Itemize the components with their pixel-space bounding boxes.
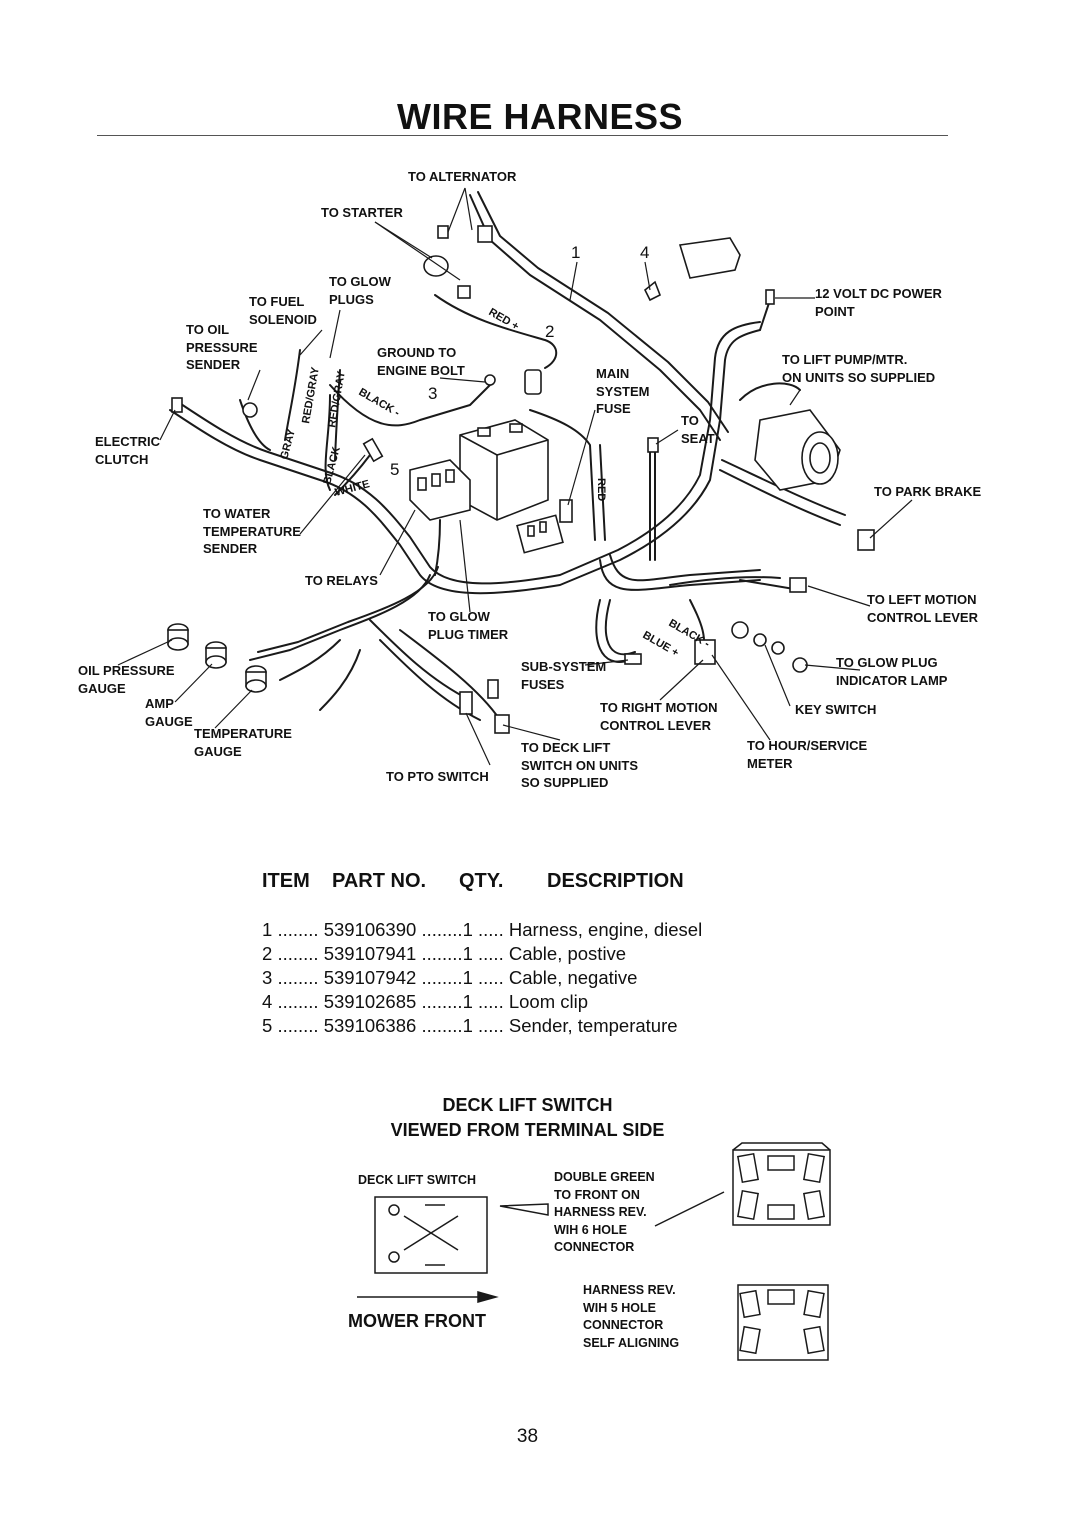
header-part-no: PART NO. — [332, 870, 427, 892]
park-brake-switch-icon — [857, 529, 875, 551]
alternator-connector-icon — [477, 225, 493, 243]
key-switch-icon — [731, 621, 808, 673]
parts-list: 1 ........ 539106390 ........1 ..... Har… — [262, 918, 702, 1038]
connector-pointer — [499, 1203, 549, 1216]
label-to-pto-switch: TO PTO SWITCH — [386, 769, 489, 784]
callout-3: 3 — [428, 384, 438, 403]
gauge-branches — [279, 619, 501, 721]
label-to-alternator: TO ALTERNATOR — [408, 169, 517, 184]
callout-4: 4 — [640, 243, 650, 262]
parts-row: 1 ........ 539106390 ........1 ..... Har… — [262, 919, 703, 940]
right-motion-switch-icon — [694, 639, 716, 665]
parts-row: 5 ........ 539106386 ........1 ..... Sen… — [262, 1015, 678, 1036]
wire-label-red: RED — [595, 478, 607, 501]
oil-pressure-sender-icon — [242, 402, 258, 418]
header-qty: QTY. — [459, 870, 504, 892]
label-key-switch: KEY SWITCH — [795, 702, 877, 717]
oil-pressure-gauge-icon — [167, 623, 189, 651]
header-item: ITEM — [262, 870, 310, 892]
deck-lift-switch-body — [374, 1196, 488, 1274]
relays-icon — [409, 459, 471, 521]
amp-gauge-icon — [205, 641, 227, 669]
page-title: WIRE HARNESS — [396, 96, 684, 137]
glow-plug-connector-icon — [457, 285, 471, 299]
engine-branches — [239, 294, 656, 576]
starter-connector-icon — [423, 255, 449, 277]
mower-front-label: MOWER FRONT — [348, 1311, 486, 1331]
label-to-relays: TO RELAYS — [305, 573, 378, 588]
power-point-icon — [765, 289, 775, 305]
six-hole-connector-icon — [654, 1142, 831, 1227]
deck-lift-title-1: DECK LIFT SWITCH — [442, 1095, 613, 1115]
leader-lines — [117, 187, 913, 766]
callout-5: 5 — [390, 460, 400, 479]
parts-row: 4 ........ 539102685 ........1 ..... Loo… — [262, 991, 589, 1012]
temperature-sender-icon — [362, 437, 384, 463]
title-rule — [97, 135, 948, 136]
label-to-lift-pump: TO LIFT PUMP/MTR.ON UNITS SO SUPPLIED — [782, 352, 936, 385]
callout-2: 2 — [545, 322, 555, 341]
label-to-starter: TO STARTER — [321, 205, 403, 220]
header-description: DESCRIPTION — [547, 870, 684, 892]
five-hole-connector-icon — [737, 1284, 829, 1361]
callout-1: 1 — [571, 243, 581, 262]
main-fuse-icon — [559, 499, 573, 523]
mower-front-arrow — [357, 1291, 499, 1303]
lift-pump-motor-icon — [754, 409, 841, 491]
deck-lift-switch-label: DECK LIFT SWITCH — [358, 1173, 477, 1187]
battery-icon — [459, 419, 549, 521]
loom-clip-icon — [643, 237, 741, 302]
page-number: 38 — [516, 1426, 539, 1447]
deck-lift-connector-icon — [494, 714, 510, 734]
deck-lift-title-2: VIEWED FROM TERMINAL SIDE — [390, 1120, 665, 1140]
parts-row: 2 ........ 539107941 ........1 ..... Cab… — [262, 943, 627, 964]
temperature-gauge-icon — [245, 665, 267, 693]
label-to-park-brake: TO PARK BRAKE — [874, 484, 982, 499]
parts-row: 3 ........ 539107942 ........1 ..... Cab… — [262, 967, 638, 988]
fuse-block-icon — [516, 514, 564, 554]
